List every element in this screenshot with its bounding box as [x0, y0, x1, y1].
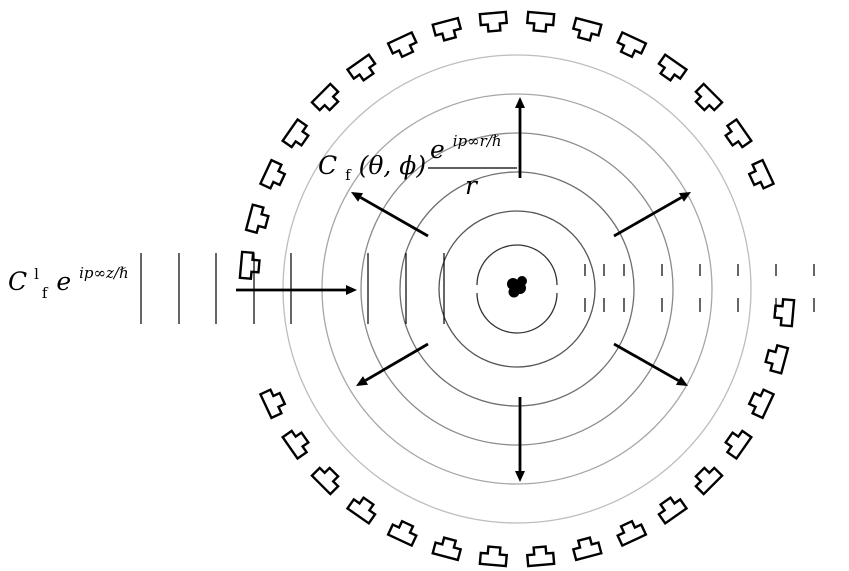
scattered-amplitude-arguments: (θ, ϕ) [359, 151, 427, 180]
scattered-denominator: r [465, 171, 479, 200]
detector-32 [238, 250, 261, 281]
detector-8 [525, 545, 556, 568]
incident-beam-arrow [236, 285, 357, 295]
scattered-numerator-exponent: ip∞r/ℏ [453, 132, 502, 150]
incident-exponent: ip∞z/ℏ [79, 264, 129, 282]
detector-23 [525, 10, 556, 33]
scattered-amplitude: C [318, 151, 337, 180]
detector-26 [386, 30, 418, 59]
scattered-wave-label: C f (θ, ϕ) e ip∞r/ℏ r [318, 132, 517, 200]
incident-coefficient: C [8, 267, 27, 296]
scattered-wavefront-3 [399, 171, 635, 407]
detector-30 [258, 158, 287, 190]
outgoing-flux-arrows [236, 97, 691, 482]
detector-15 [764, 343, 790, 375]
detector-31 [244, 203, 270, 235]
scattered-arrow-upper-right [613, 192, 691, 238]
scattered-arrow-lower-left [356, 342, 429, 386]
scattered-numerator-base: e [430, 135, 445, 164]
detector-4 [345, 496, 377, 526]
detector-18 [724, 117, 754, 149]
detector-21 [616, 30, 648, 59]
transmitted-plane-wavefronts [584, 264, 815, 312]
detector-9 [571, 536, 603, 562]
detector-6 [431, 536, 463, 562]
detector-13 [724, 429, 754, 461]
scattered-arrow-down-head [515, 471, 525, 482]
scattered-wavefront-1-upper [476, 244, 558, 286]
scattered-arrow-lower-right-head [675, 376, 688, 386]
scattered-arrow-upper-right-head [678, 192, 691, 202]
detector-17 [747, 158, 776, 190]
detector-19 [694, 82, 724, 112]
scattered-wavefront-2 [438, 210, 596, 368]
incident-coefficient-superscript: l [34, 265, 39, 283]
scattered-arrow-lower-right-shaft [613, 342, 680, 382]
detector-28 [310, 82, 340, 112]
incident-exponential: e [56, 267, 71, 296]
detector-16 [773, 297, 796, 328]
scattered-arrow-lower-right [613, 342, 688, 386]
detector-25 [431, 16, 463, 42]
scattered-arrow-upper-left-shaft [359, 196, 429, 238]
scattered-arrow-upper-right-shaft [613, 196, 683, 238]
detector-22 [571, 16, 603, 42]
detector-24 [478, 10, 509, 33]
scattered-wavefront-4 [360, 132, 674, 446]
detector-5 [386, 519, 418, 548]
detector-20 [657, 52, 689, 82]
detector-10 [616, 519, 648, 548]
svg-text:C f (θ, ϕ): C f (θ, ϕ) [318, 151, 426, 186]
detector-1 [258, 388, 287, 420]
scattered-arrow-up [515, 97, 525, 178]
scattered-wavefront-1-lower [476, 292, 558, 334]
detector-2 [280, 429, 310, 461]
incident-beam-arrow-head [346, 285, 357, 295]
incident-coefficient-subscript: f [42, 284, 49, 302]
detector-11 [657, 496, 689, 526]
detector-27 [345, 52, 377, 82]
incident-plane-wavefronts [140, 253, 445, 324]
scattered-arrow-lower-left-head [356, 376, 369, 386]
scattering-target [507, 276, 527, 298]
scattered-amplitude-subscript: f [345, 166, 352, 184]
incident-wave-label: C l f e ip∞z/ℏ [8, 256, 129, 304]
scattered-arrow-up-head [515, 97, 525, 108]
detector-14 [747, 388, 776, 420]
scattered-arrow-down [515, 397, 525, 482]
detector-7 [478, 545, 509, 568]
detector-29 [280, 117, 310, 149]
svg-text:e ip∞r/ℏ: e ip∞r/ℏ [430, 132, 502, 164]
detector-ring [238, 10, 796, 568]
detector-3 [310, 466, 340, 496]
detector-12 [694, 466, 724, 496]
scattered-arrow-upper-left-head [351, 192, 364, 202]
scattered-arrow-upper-left [351, 192, 429, 238]
scattered-arrow-lower-left-shaft [364, 342, 429, 382]
